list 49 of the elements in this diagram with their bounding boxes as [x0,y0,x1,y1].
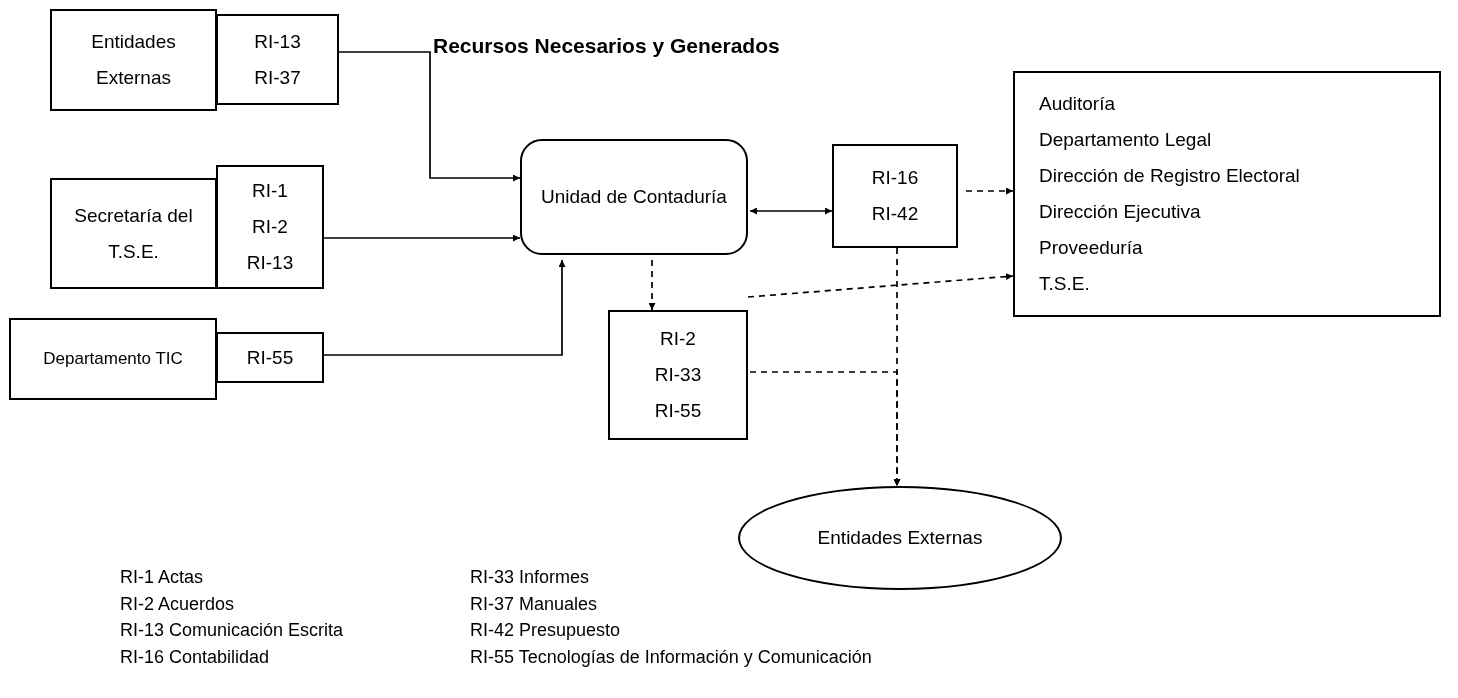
arrow [749,371,901,487]
node-text: Secretaría del T.S.E. [73,203,194,264]
node-text: RI-55 [653,399,703,423]
node-text: RI-55 [245,345,295,370]
node-text: RI-16 [870,166,920,190]
legend-note: RI-37 Manuales [470,592,599,616]
diagram-title: Recursos Necesarios y Generados [433,33,780,59]
process-box [216,332,324,383]
process-box [9,318,217,400]
node-text: RI-37 [253,65,302,90]
node-text: RI-2 [251,215,289,239]
node-text: RI-42 [870,202,920,226]
node-text: Auditoría [1038,92,1117,116]
node-text: Departamento TIC [42,348,184,370]
process-box [608,310,748,440]
node-text: RI-13 [253,29,302,54]
process-box [216,14,339,105]
process-rounded-box [520,139,748,255]
legend-note: RI-13 Comunicación Escrita [120,619,345,643]
arrow [323,234,521,242]
legend-note: RI-33 Informes [470,566,591,589]
legend-note: RI-2 Acuerdos [120,592,236,616]
legend-note: RI-55 Tecnologías de Información y Comunicación [470,646,872,670]
arrow [747,273,1014,298]
node-text: Dirección de Registro Electoral [1038,164,1301,188]
legend-note: RI-16 Contabilidad [120,646,271,670]
legend-note: RI-1 Actas [120,566,205,589]
node-text: Entidades Externas [90,30,177,90]
node-text: Dirección Ejecutiva [1038,200,1202,224]
arrow [965,187,1014,195]
arrow [338,51,521,182]
node-text: Proveeduría [1038,236,1144,260]
recipient-box [1013,71,1441,317]
node-text: Departamento Legal [1038,128,1213,152]
process-box [216,165,324,289]
process-box [50,178,217,289]
arrow [648,259,656,311]
node-text: RI-2 [659,327,697,351]
process-box [50,9,217,111]
node-text: T.S.E. [1038,272,1091,296]
process-box [832,144,958,248]
node-text: Unidad de Contaduría [540,185,728,209]
node-text: RI-13 [245,251,295,275]
arrow [749,207,833,215]
node-text: Entidades Externas [816,526,984,550]
node-text: RI-1 [251,179,289,203]
legend-note: RI-42 Presupuesto [470,619,622,643]
node-text: RI-33 [653,363,703,387]
arrow [323,259,566,356]
